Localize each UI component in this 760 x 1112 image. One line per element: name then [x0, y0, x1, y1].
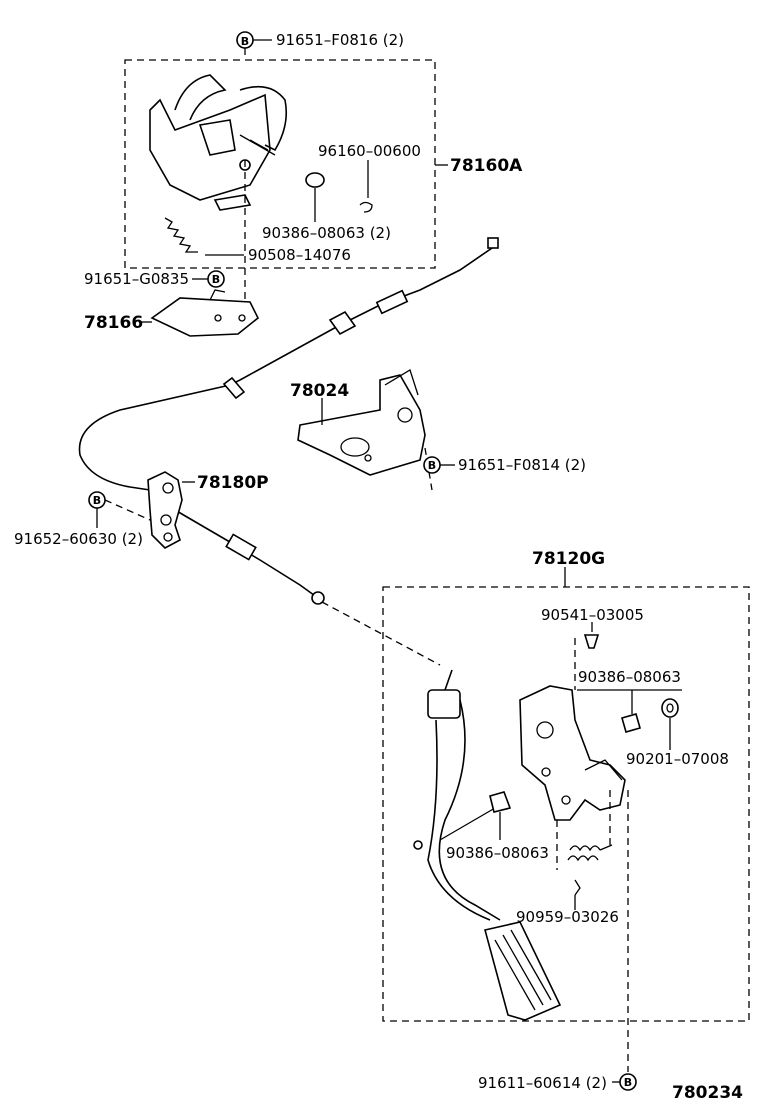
accelerator-pedal [413, 669, 562, 1021]
label-78166: 78166 [84, 313, 143, 333]
bushing-90386-08063-lower [489, 791, 512, 840]
label-90959-03026: 90959–03026 [516, 908, 619, 926]
washer-90201-07008 [661, 698, 679, 750]
label-91651-F0814: 91651–F0814 (2) [458, 456, 586, 474]
svg-text:B: B [428, 459, 436, 472]
bolt-marker-91611-60614: B [612, 790, 637, 1091]
label-90541-03005: 90541–03005 [541, 606, 644, 624]
bushing-90386-08063-top [305, 172, 325, 222]
throttle-link-bracket [149, 74, 288, 310]
label-91651-G0835: 91651–G0835 [84, 270, 189, 288]
svg-text:B: B [212, 273, 220, 286]
bracket-78024 [297, 369, 426, 476]
bolt-marker-91651-G0835: B [192, 270, 225, 288]
figure-id: 780234 [672, 1083, 743, 1103]
bolt-marker-top: B [236, 31, 272, 60]
label-78024: 78024 [290, 381, 349, 401]
label-91652-60630: 91652–60630 (2) [14, 530, 143, 548]
pedal-bracket [519, 685, 626, 870]
label-90386-08063-a: 90386–08063 [578, 668, 681, 686]
label-78120G: 78120G [532, 549, 605, 569]
label-90201-07008: 90201–07008 [626, 750, 729, 768]
bolt-marker-91651-F0814: B [423, 447, 455, 491]
bracket-78180P [147, 471, 183, 549]
label-96160-00600: 96160–00600 [318, 142, 421, 160]
svg-text:B: B [241, 35, 249, 48]
label-91651-F0816: 91651–F0816 (2) [276, 31, 404, 49]
spring-90508-14076 [164, 217, 244, 256]
label-78180P: 78180P [197, 473, 269, 493]
label-90386-08063-2: 90386–08063 (2) [262, 224, 391, 242]
svg-text:B: B [624, 1076, 632, 1089]
label-90508-14076: 90508–14076 [248, 246, 351, 264]
bushing-90386-08063-right [621, 690, 641, 733]
bolt-marker-91652-60630: B [88, 491, 151, 528]
accelerator-cable [78, 237, 499, 605]
label-78160A: 78160A [450, 156, 523, 176]
svg-text:B: B [93, 494, 101, 507]
label-90386-08063-b: 90386–08063 [446, 844, 549, 862]
label-91611-60614: 91611–60614 (2) [478, 1074, 607, 1092]
assembly-78160A-boundary [124, 59, 436, 269]
clip-96160-00600 [359, 160, 373, 213]
bracket-78166 [150, 289, 260, 337]
bolt-90541-03005 [574, 622, 600, 690]
assembly-78120G-boundary [382, 586, 750, 1022]
spring-90959-03026 [567, 844, 613, 910]
